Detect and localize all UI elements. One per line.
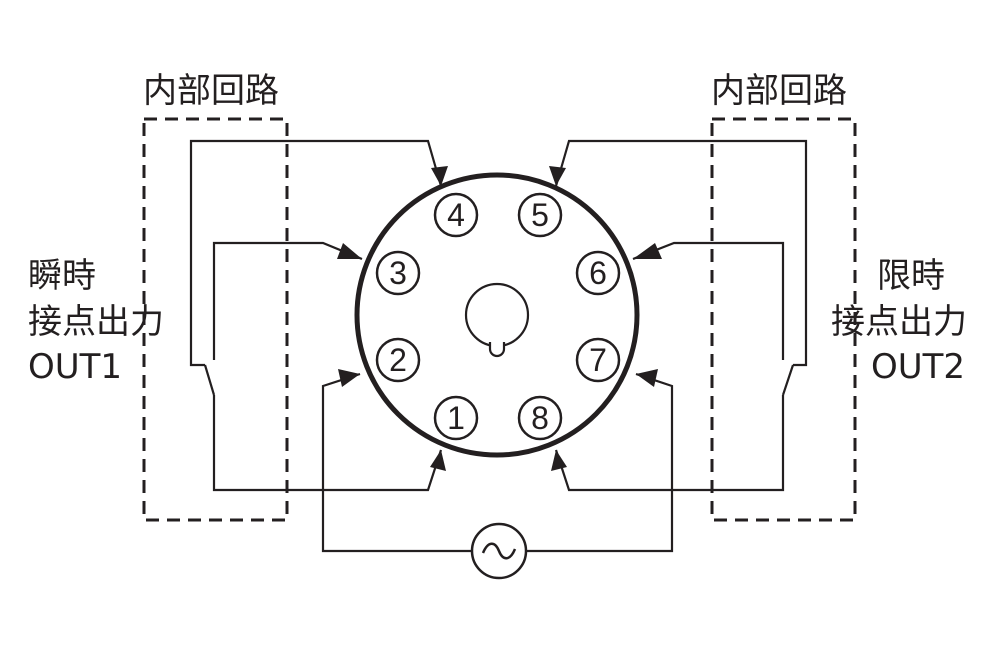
left-internal-wiring <box>189 139 443 492</box>
pin-7: 7 <box>575 337 621 383</box>
right-output-line-3: OUT2 <box>871 347 965 387</box>
pin-2-label: 2 <box>389 342 407 378</box>
pin-1: 1 <box>433 395 479 441</box>
pin-3: 3 <box>375 250 421 296</box>
pin-5-label: 5 <box>531 197 549 233</box>
pin-2: 2 <box>375 337 421 383</box>
arrow-pin-2 <box>338 369 360 387</box>
pin-8-label: 8 <box>531 400 549 436</box>
center-key <box>464 282 530 358</box>
socket-ring <box>354 172 640 458</box>
pin-1-label: 1 <box>447 400 465 436</box>
internal-circuit-box-left <box>142 117 289 522</box>
pin-5: 5 <box>517 192 563 238</box>
arrow-pin-4 <box>431 166 448 186</box>
pin-6: 6 <box>575 250 621 296</box>
arrow-heads <box>337 166 662 471</box>
ac-sine-icon <box>481 542 517 560</box>
pin-4-label: 4 <box>447 197 465 233</box>
right-internal-wiring <box>554 139 808 492</box>
right-output-line-1: 限時 <box>877 256 945 296</box>
arrow-pin-1 <box>430 450 446 471</box>
internal-circuit-box-right <box>710 117 857 522</box>
right-output-line-2: 接点出力 <box>831 302 967 342</box>
left-output-line-3: OUT1 <box>28 347 122 387</box>
internal-circuit-label-right: 内部回路 <box>711 71 847 111</box>
internal-circuit-label-left: 内部回路 <box>143 71 279 111</box>
arrow-pin-5 <box>549 166 566 186</box>
arrow-pin-3 <box>337 243 362 259</box>
pin-4: 4 <box>433 192 479 238</box>
ac-power-source <box>470 522 528 580</box>
pin-7-label: 7 <box>589 342 607 378</box>
left-output-line-1: 瞬時 <box>28 256 96 296</box>
arrow-pin-7 <box>636 369 658 387</box>
pin-6-label: 6 <box>589 255 607 291</box>
pin-3-label: 3 <box>389 255 407 291</box>
arrow-pin-8 <box>551 450 567 471</box>
pin-8: 8 <box>517 395 563 441</box>
arrow-pin-6 <box>633 243 662 259</box>
left-output-line-2: 接点出力 <box>28 302 164 342</box>
